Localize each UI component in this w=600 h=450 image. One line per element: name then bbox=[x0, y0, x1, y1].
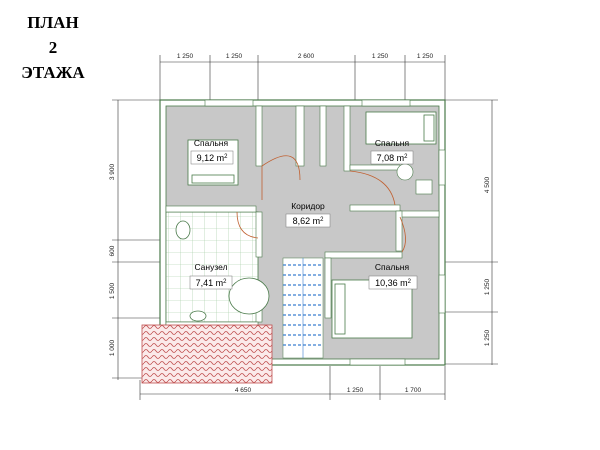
dim-left-2: 600 bbox=[109, 245, 116, 256]
plan-title-line1: ПЛАН bbox=[27, 13, 79, 32]
windows bbox=[204, 99, 446, 366]
room-name: Спальня bbox=[375, 262, 410, 272]
dim-top-5: 1 250 bbox=[417, 53, 434, 60]
room-label-bathroom: Санузел 7,41 m2 bbox=[189, 262, 233, 290]
dimension-labels: 1 250 1 250 2 600 1 250 1 250 4 650 1 25… bbox=[109, 53, 491, 394]
room-label-bedroom-2: Спальня 7,08 m2 bbox=[370, 138, 414, 165]
room-area: 7,08 m2 bbox=[377, 153, 409, 163]
bed-bedroom-2 bbox=[365, 111, 437, 145]
plan-title-line2: 2 bbox=[48, 38, 58, 57]
dim-top-4: 1 250 bbox=[372, 53, 389, 60]
room-area: 9,12 m2 bbox=[197, 153, 229, 163]
room-name: Спальня bbox=[194, 138, 229, 148]
plan-title-line3: ЭТАЖА bbox=[21, 63, 85, 82]
dim-left-4: 1 000 bbox=[109, 339, 116, 356]
room-label-bedroom-1: Спальня 9,12 m2 bbox=[190, 138, 234, 165]
dim-right-3: 1 250 bbox=[484, 329, 491, 346]
bathroom-fixtures bbox=[175, 220, 270, 322]
armchair bbox=[396, 163, 433, 195]
dim-bottom-1: 4 650 bbox=[235, 387, 252, 394]
staircase bbox=[282, 257, 324, 359]
room-name: Коридор bbox=[291, 201, 325, 211]
room-area: 10,36 m2 bbox=[375, 278, 412, 288]
door-arcs bbox=[236, 155, 406, 253]
dim-right-2: 1 250 bbox=[484, 278, 491, 295]
dim-left-3: 1 500 bbox=[109, 282, 116, 299]
room-area: 8,62 m2 bbox=[293, 216, 325, 226]
dim-bottom-3: 1 700 bbox=[405, 387, 422, 394]
plan-title: ПЛАН 2 ЭТАЖА bbox=[8, 10, 98, 85]
room-area: 7,41 m2 bbox=[196, 278, 228, 288]
room-label-corridor: Коридор 8,62 m2 bbox=[285, 201, 331, 228]
dim-right-1: 4 500 bbox=[484, 176, 491, 193]
dimension-lines bbox=[112, 55, 498, 400]
dim-top-3: 2 600 bbox=[298, 53, 315, 60]
dim-bottom-2: 1 250 bbox=[347, 387, 364, 394]
dim-top-1: 1 250 bbox=[177, 53, 194, 60]
room-name: Спальня bbox=[375, 138, 410, 148]
bed-bedroom-3 bbox=[331, 279, 413, 339]
dim-left-1: 3 900 bbox=[109, 163, 116, 180]
dim-top-2: 1 250 bbox=[226, 53, 243, 60]
room-name: Санузел bbox=[194, 262, 227, 272]
balcony bbox=[141, 324, 273, 384]
room-label-bedroom-3: Спальня 10,36 m2 bbox=[368, 262, 418, 290]
